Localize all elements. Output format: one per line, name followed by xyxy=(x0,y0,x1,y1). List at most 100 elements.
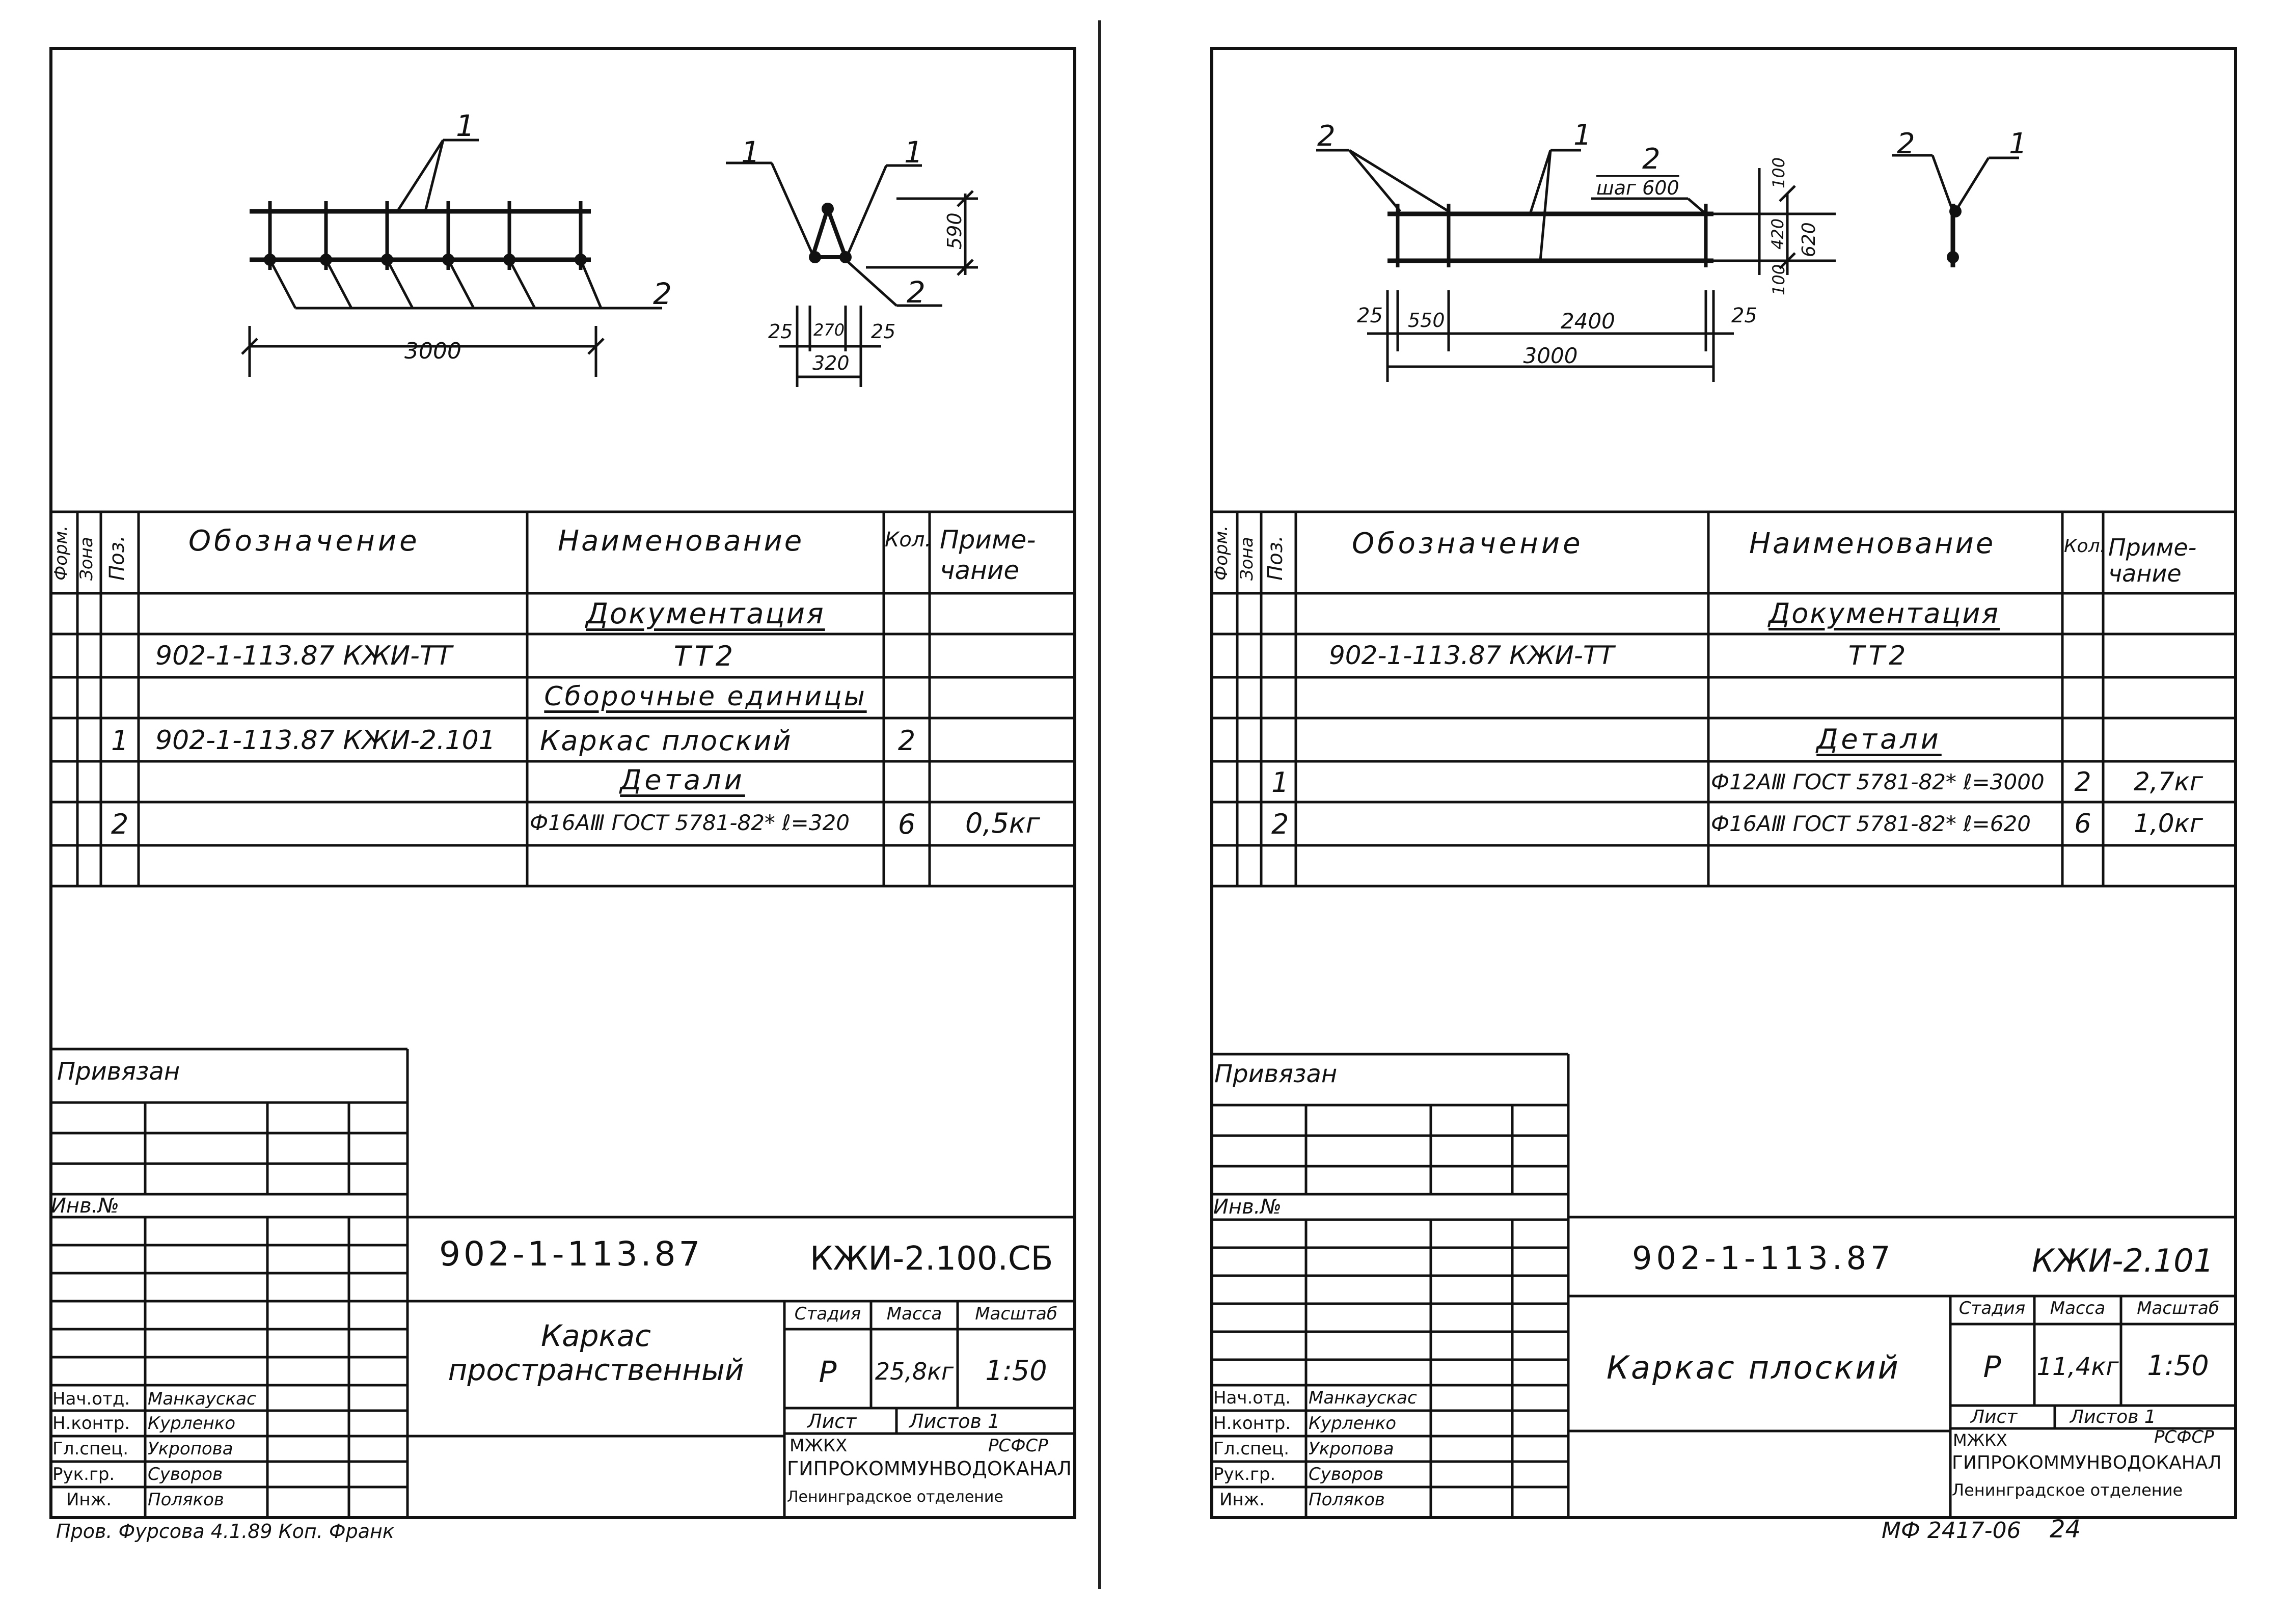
callout-r-pos2b: 2 xyxy=(1642,143,1661,176)
inv-label: Инв.№ xyxy=(51,1194,119,1218)
row1-designation: 902-1-113.87 КЖИ-2.101 xyxy=(155,725,496,756)
r-col-zone: Зона xyxy=(1237,537,1257,581)
r-col-designation: Обозначение xyxy=(1352,527,1584,560)
r-org-ministry: МЖКХ xyxy=(1953,1430,2007,1450)
org-branch: Ленинградское отделение xyxy=(787,1488,1003,1506)
dim-r-100-top: 100 xyxy=(1769,157,1788,188)
frame-section-drawing xyxy=(726,161,978,387)
callout-pos2: 2 xyxy=(653,277,672,311)
dim-length-3000: 3000 xyxy=(404,338,461,364)
dim-r-2400: 2400 xyxy=(1561,309,1615,334)
check-note: Пров. Фурсова 4.1.89 Коп. Франк xyxy=(56,1520,394,1543)
scale-value: 1:50 xyxy=(985,1355,1047,1387)
staff-name-1: Манкаускас xyxy=(148,1389,256,1409)
sheet-right: 2 1 2 шаг 600 100 420 100 620 25 550 240… xyxy=(1143,0,2286,1624)
doc-number: 902-1-113.87 xyxy=(439,1234,703,1274)
col-zone: Зона xyxy=(76,537,97,581)
r-doc-code: КЖИ-2.101 xyxy=(2032,1242,2214,1279)
org-ministry-b: РСФСР xyxy=(988,1436,1048,1456)
row2-name: Ф16АⅢ ГОСТ 5781-82* ℓ=320 xyxy=(530,810,850,835)
callout-pos1: 1 xyxy=(456,108,475,143)
frame-plan-drawing xyxy=(241,139,662,377)
r-row-doc-name: Документация xyxy=(1768,597,2000,629)
sheets-count: Листов 1 xyxy=(909,1410,1000,1433)
col-form: Форм. xyxy=(51,525,71,581)
r-row1-name: Ф12АⅢ ГОСТ 5781-82* ℓ=3000 xyxy=(1711,769,2045,794)
dim-25-left: 25 xyxy=(768,320,793,343)
dim-320: 320 xyxy=(812,352,850,374)
r-staff-name-2: Курленко xyxy=(1309,1413,1397,1434)
right-sheet-linework xyxy=(1210,47,2237,1519)
title-block-grid-right xyxy=(1568,1216,2236,1518)
r-col-note: Приме- чание xyxy=(2108,534,2197,587)
spec-table-grid-right xyxy=(1212,510,2236,888)
r-org-institute: ГИПРОКОММУНВОДОКАНАЛ xyxy=(1952,1452,2222,1473)
dim-r-25-left: 25 xyxy=(1357,304,1383,327)
staff-role-1: Нач.отд. xyxy=(52,1389,130,1409)
staff-name-5: Поляков xyxy=(148,1490,224,1510)
r-staff-name-3: Укропова xyxy=(1309,1439,1394,1459)
r-scale-label: Масштаб xyxy=(2137,1298,2219,1318)
stage-value: Р xyxy=(819,1355,837,1389)
row1-qty: 2 xyxy=(897,725,916,757)
r-row2-pos: 2 xyxy=(1271,808,1289,840)
section-callout-b: 1 xyxy=(904,135,923,170)
r-staff-role-4: Рук.гр. xyxy=(1213,1464,1276,1484)
r-row1-pos: 1 xyxy=(1271,766,1289,799)
r-row1-note: 2,7кг xyxy=(2134,767,2203,796)
r-row-parts-name: Детали xyxy=(1816,723,1942,755)
row-assembly-name: Сборочные единицы xyxy=(544,681,867,712)
r-col-name: Наименование xyxy=(1749,527,1996,560)
dim-r-550: 550 xyxy=(1408,309,1445,332)
r-row2-qty: 6 xyxy=(2074,809,2091,839)
section-r-pos1: 1 xyxy=(2009,127,2027,160)
org-institute: ГИПРОКОММУНВОДОКАНАЛ xyxy=(787,1457,1072,1480)
row-doc-name: Документация xyxy=(586,597,825,630)
r-stage-label: Стадия xyxy=(1958,1298,2026,1318)
row-tt-name: ТТ2 xyxy=(673,640,738,672)
doc-code: КЖИ-2.100.СБ xyxy=(810,1240,1053,1278)
staff-name-4: Суворов xyxy=(148,1464,223,1484)
row-parts-name: Детали xyxy=(620,764,745,796)
r-page-number: 24 xyxy=(2050,1515,2081,1544)
col-note: Приме- чание xyxy=(940,525,1036,585)
dim-r-420: 420 xyxy=(1768,218,1787,250)
r-scale-value: 1:50 xyxy=(2147,1350,2209,1382)
section-callout-c: 2 xyxy=(907,275,926,310)
spec-table-grid xyxy=(51,510,1075,888)
r-staff-role-2: Н.контр. xyxy=(1213,1413,1291,1434)
attached-label: Привязан xyxy=(57,1057,180,1086)
dim-r-100-bot: 100 xyxy=(1769,264,1788,295)
col-qty: Кол. xyxy=(885,528,932,552)
org-ministry: МЖКХ xyxy=(790,1436,848,1456)
r-row1-qty: 2 xyxy=(2074,767,2091,797)
row2-pos: 2 xyxy=(111,808,129,840)
row1-pos: 1 xyxy=(111,725,129,757)
staff-name-3: Укропова xyxy=(148,1439,233,1459)
step-label: шаг 600 xyxy=(1596,177,1679,199)
r-row2-note: 1,0кг xyxy=(2134,809,2203,838)
r-row-tt-name: ТТ2 xyxy=(1848,641,1910,671)
dim-r-25-right: 25 xyxy=(1731,304,1757,327)
r-stage-value: Р xyxy=(1983,1350,2001,1384)
r-row2-name: Ф16АⅢ ГОСТ 5781-82* ℓ=620 xyxy=(1711,811,2031,836)
left-sheet-linework xyxy=(49,47,1076,1519)
staff-role-4: Рук.гр. xyxy=(52,1464,115,1484)
r-col-form: Форм. xyxy=(1211,525,1232,581)
staff-name-2: Курленко xyxy=(148,1413,236,1434)
r-staff-role-1: Нач.отд. xyxy=(1213,1388,1291,1408)
dim-270: 270 xyxy=(813,320,845,340)
sheet-left: 1 2 3000 1 1 2 590 25 270 25 320 Форм. З… xyxy=(49,47,1076,1543)
r-footer-code: МФ 2417-06 xyxy=(1882,1518,2021,1544)
sheet-label: Лист xyxy=(807,1410,857,1433)
stage-label: Стадия xyxy=(794,1304,861,1324)
title-block-grid xyxy=(407,1216,1075,1518)
sheet-title: Каркас пространственный xyxy=(448,1318,744,1387)
r-sheet-label: Лист xyxy=(1971,1407,2018,1427)
row2-note: 0,5кг xyxy=(965,807,1040,839)
staff-role-3: Гл.спец. xyxy=(52,1439,129,1459)
r-staff-role-5: Инж. xyxy=(1219,1490,1265,1510)
r-staff-name-4: Суворов xyxy=(1309,1464,1384,1484)
binding-block-grid-right xyxy=(1212,1053,1570,1518)
r-attached-label: Привязан xyxy=(1214,1060,1338,1088)
